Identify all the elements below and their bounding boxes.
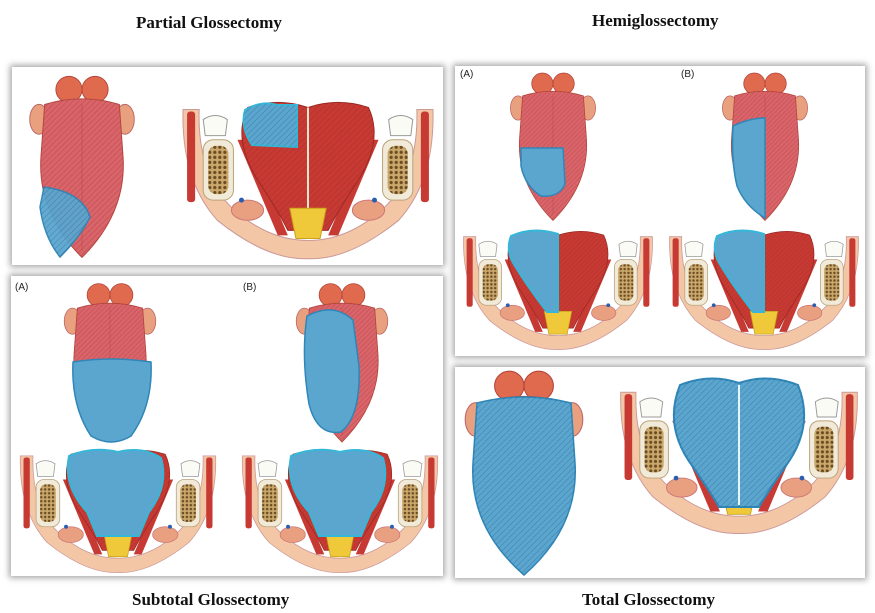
caption-partial-glossectomy: Partial Glossectomy	[136, 13, 282, 33]
caption-total-glossectomy: Total Glossectomy	[582, 590, 715, 610]
panel-hemiglossectomy: (A) (B)	[455, 66, 865, 356]
total-illustrations	[455, 367, 865, 578]
partial-cross-section-illustration	[12, 67, 443, 265]
panel-partial-glossectomy	[12, 67, 443, 265]
caption-subtotal-glossectomy: Subtotal Glossectomy	[132, 590, 289, 610]
panel-total-glossectomy	[455, 367, 865, 578]
caption-hemiglossectomy: Hemiglossectomy	[592, 11, 719, 31]
panel-subtotal-glossectomy: (A) (B)	[11, 276, 443, 576]
subtotal-illustrations	[11, 276, 443, 576]
hemi-illustrations	[455, 66, 865, 356]
